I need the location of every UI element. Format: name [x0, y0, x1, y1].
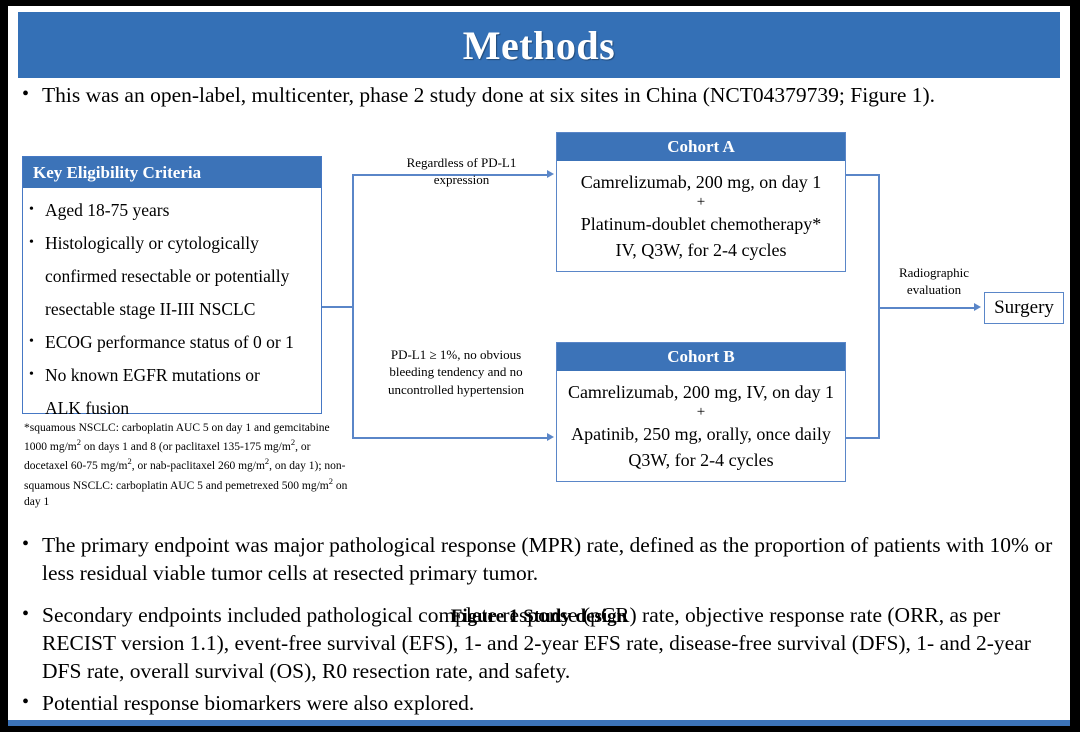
list-item: ALK fusion	[29, 392, 317, 424]
primary-endpoint-text: The primary endpoint was major pathologi…	[42, 533, 1053, 585]
list-item: confirmed resectable or potentially	[29, 260, 317, 292]
label-radiographic-line-2: evaluation	[906, 282, 962, 298]
cohort-a-line-3: IV, Q3W, for 2-4 cycles	[615, 239, 787, 260]
cohort-a-line-1: Camrelizumab, 200 mg, on day 1	[580, 172, 822, 192]
bullet-marker: •	[29, 367, 34, 382]
list-item: • No known EGFR mutations or	[29, 359, 317, 391]
list-item: • Aged 18-75 years	[29, 194, 317, 226]
connector-split-vertical	[352, 174, 354, 438]
cohort-a-header-label: Cohort A	[667, 137, 735, 156]
cohort-a-body: Camrelizumab, 200 mg, on day 1 + Platinu…	[557, 161, 845, 273]
cohort-a-line-2: Platinum-doublet chemotherapy*	[580, 213, 822, 234]
bullet-marker: •	[29, 334, 34, 349]
eligibility-item-label: Histologically or cytologically	[45, 233, 259, 253]
label-pdl1-positive-line-3: uncontrolled hypertension	[387, 381, 525, 397]
surgery-label: Surgery	[994, 297, 1054, 318]
cohort-a-box: Cohort A Camrelizumab, 200 mg, on day 1 …	[556, 132, 846, 272]
cohort-b-header-label: Cohort B	[667, 347, 735, 366]
slide-canvas: Methods • This was an open-label, multic…	[8, 6, 1070, 726]
primary-endpoint-bullet: • The primary endpoint was major patholo…	[22, 532, 1057, 588]
eligibility-header-label: Key Eligibility Criteria	[33, 162, 202, 182]
page-title: Methods	[462, 22, 616, 68]
arrowhead-cohort-b-icon	[547, 433, 554, 441]
eligibility-item-label: resectable stage II-III NSCLC	[45, 299, 256, 319]
eligibility-list: • Aged 18-75 years • Histologically or c…	[23, 188, 321, 424]
connector-cohort-a-out	[846, 174, 880, 176]
biomarkers-bullet: • Potential response biomarkers were als…	[22, 690, 822, 718]
list-item: resectable stage II-III NSCLC	[29, 293, 317, 325]
cohort-b-plus: +	[696, 404, 706, 421]
eligibility-item-label: confirmed resectable or potentially	[45, 266, 290, 286]
label-radiographic-line-1: Radiographic	[898, 265, 970, 280]
cohort-b-line-1: Camrelizumab, 200 mg, IV, on day 1	[567, 382, 835, 402]
bullet-marker: •	[29, 235, 34, 250]
eligibility-item-label: Aged 18-75 years	[45, 200, 170, 220]
connector-cohort-b-out	[846, 437, 880, 439]
bullet-marker: •	[22, 691, 30, 713]
cohort-b-line-2: Apatinib, 250 mg, orally, once daily	[571, 423, 831, 444]
label-regardless-pdl1-line-1: Regardless of PD-L1	[406, 155, 517, 170]
biomarkers-text: Potential response biomarkers were also …	[42, 691, 475, 715]
eligibility-header: Key Eligibility Criteria	[23, 157, 321, 188]
eligibility-item-label: ALK fusion	[45, 398, 130, 418]
study-design-figure: Key Eligibility Criteria • Aged 18-75 ye…	[8, 124, 1070, 627]
intro-bullet-text: This was an open-label, multicenter, pha…	[42, 83, 936, 107]
cohort-b-box: Cohort B Camrelizumab, 200 mg, IV, on da…	[556, 342, 846, 482]
connector-to-surgery	[878, 307, 976, 309]
label-radiographic-evaluation: Radiographic evaluation	[884, 264, 984, 299]
secondary-endpoint-bullet: • Secondary endpoints included pathologi…	[22, 602, 1062, 686]
label-pdl1-positive-line-2: bleeding tendency and no	[389, 364, 523, 380]
connector-to-cohort-b	[352, 437, 548, 439]
cohort-a-plus: +	[696, 194, 706, 211]
bullet-marker: •	[22, 533, 30, 555]
label-regardless-pdl1: Regardless of PD-L1 expression	[374, 154, 549, 189]
secondary-endpoint-text: Secondary endpoints included pathologica…	[42, 603, 1031, 683]
intro-bullet: • This was an open-label, multicenter, p…	[22, 82, 1057, 110]
bullet-marker: •	[22, 603, 30, 625]
list-item: • ECOG performance status of 0 or 1	[29, 326, 317, 358]
slide-title-bar: Methods	[18, 12, 1060, 78]
cohort-b-header: Cohort B	[557, 343, 845, 371]
cohort-a-header: Cohort A	[557, 133, 845, 161]
label-pdl1-positive-line-1: PD-L1 ≥ 1%, no obvious	[390, 347, 522, 362]
bullet-marker: •	[29, 202, 34, 217]
chemotherapy-footnote: *squamous NSCLC: carboplatin AUC 5 on da…	[24, 422, 348, 508]
label-pdl1-positive: PD-L1 ≥ 1%, no obvious bleeding tendency…	[360, 346, 552, 398]
eligibility-criteria-box: Key Eligibility Criteria • Aged 18-75 ye…	[22, 156, 322, 418]
connector-to-cohort-a	[352, 174, 548, 176]
cohort-b-line-3: Q3W, for 2-4 cycles	[628, 449, 774, 470]
arrowhead-surgery-icon	[974, 303, 981, 311]
arrowhead-cohort-a-icon	[547, 170, 554, 178]
eligibility-item-label: No known EGFR mutations or	[45, 365, 260, 385]
list-item: • Histologically or cytologically	[29, 227, 317, 259]
eligibility-item-label: ECOG performance status of 0 or 1	[45, 332, 294, 352]
figure-caption: Figure 1 Study design	[450, 606, 628, 627]
bullet-marker: •	[22, 83, 30, 105]
cohort-b-body: Camrelizumab, 200 mg, IV, on day 1 + Apa…	[557, 371, 845, 483]
surgery-box: Surgery	[984, 292, 1064, 324]
connector-merge-vertical	[878, 174, 880, 439]
connector-eligibility-stub	[322, 306, 354, 308]
label-regardless-pdl1-line-2: expression	[433, 172, 490, 188]
